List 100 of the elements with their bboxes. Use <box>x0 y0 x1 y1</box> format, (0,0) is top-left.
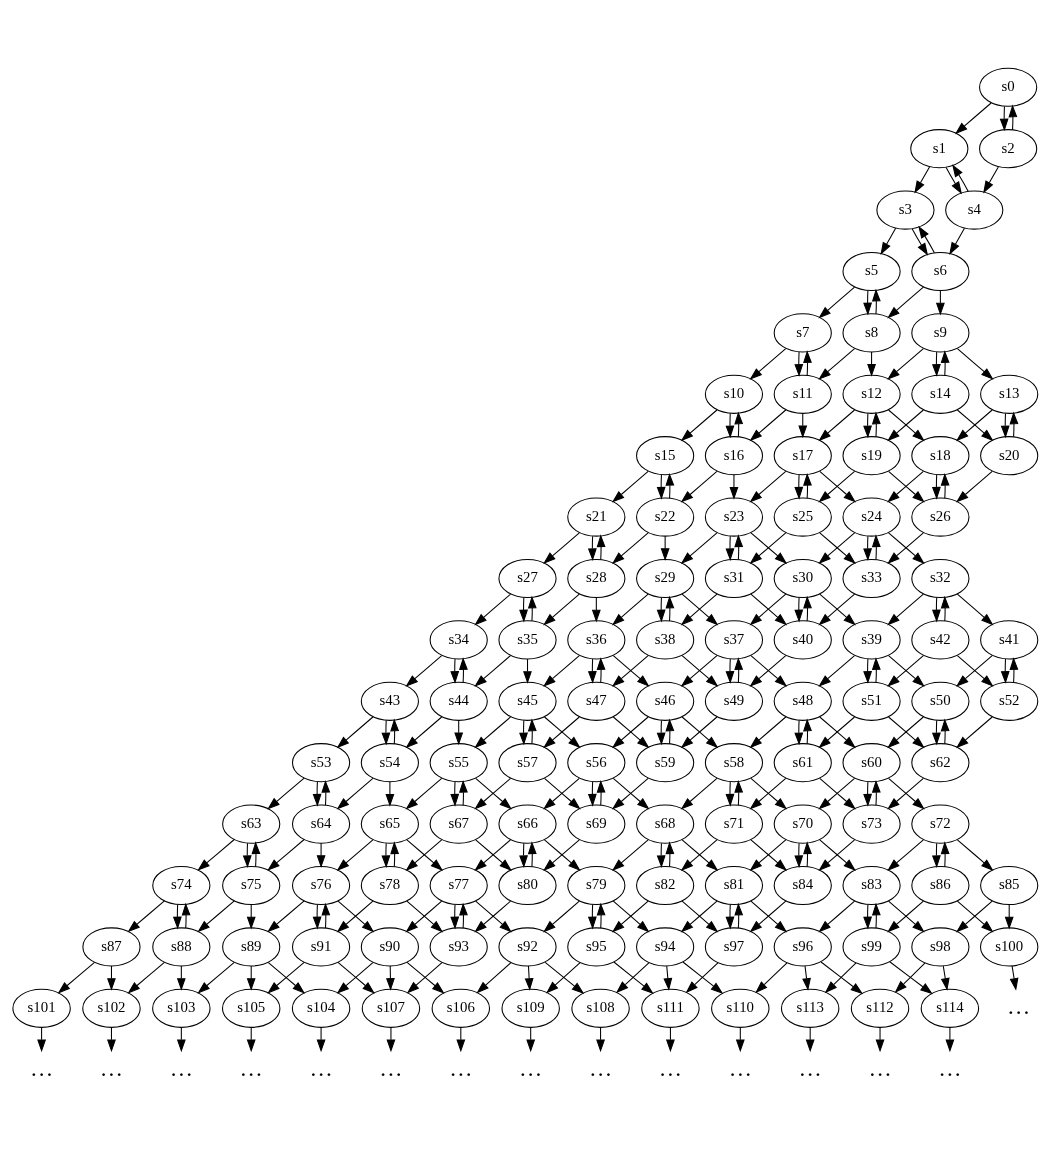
node-ellipse: s45 <box>498 681 557 721</box>
arrow <box>798 412 808 438</box>
arrow <box>955 716 993 748</box>
arrow <box>611 470 649 503</box>
arrow <box>336 777 374 810</box>
arrow <box>889 960 933 994</box>
arrow <box>1008 104 1018 130</box>
node-ellipse: s16 <box>704 435 764 475</box>
node-ellipse: s110 <box>711 988 770 1028</box>
arrow <box>459 779 468 806</box>
arrow <box>596 656 606 683</box>
arrow <box>880 227 897 255</box>
node-ellipse: s89 <box>222 926 281 966</box>
arrow <box>945 166 962 194</box>
arrow <box>805 1026 815 1052</box>
node-ellipse: s102 <box>82 988 141 1028</box>
node-ellipse: s84 <box>773 865 832 905</box>
node-ellipse: s101 <box>12 988 71 1028</box>
arrow <box>794 842 804 868</box>
arrow <box>656 596 666 622</box>
node-text: … <box>588 1054 613 1081</box>
arrow <box>107 965 116 991</box>
node-ellipse: s40 <box>773 619 832 659</box>
node-ellipse: s37 <box>704 619 764 659</box>
arrow <box>818 900 856 932</box>
node-ellipse: s70 <box>773 804 832 844</box>
arrow <box>725 658 735 684</box>
node-ellipse: s9 <box>911 312 970 352</box>
arrow <box>527 595 537 622</box>
arrow <box>476 961 512 993</box>
arrow <box>663 965 673 991</box>
node-ellipse: s3 <box>876 190 935 230</box>
node-ellipse: s28 <box>567 558 626 598</box>
arrow <box>680 470 718 503</box>
node-ellipse: s27 <box>498 558 557 598</box>
arrow <box>386 1026 396 1052</box>
arrow <box>818 409 856 441</box>
node-ellipse: s35 <box>498 619 557 659</box>
arrow <box>863 535 873 561</box>
arrow <box>316 1026 326 1052</box>
arrow <box>587 658 597 684</box>
node-ellipse: s39 <box>842 619 901 659</box>
node-ellipse: s81 <box>704 865 764 905</box>
node-ellipse: s18 <box>911 435 970 475</box>
arrow <box>867 351 877 377</box>
node-ellipse: s106 <box>431 988 491 1028</box>
arrow <box>172 903 182 929</box>
node-ellipse: s91 <box>291 926 351 966</box>
node-ellipse: s23 <box>704 497 764 537</box>
node-ellipse: s1 <box>910 128 969 168</box>
node-ellipse: s21 <box>567 497 626 537</box>
arrow <box>312 780 322 807</box>
arrow <box>680 531 718 564</box>
node-ellipse: s93 <box>429 926 488 966</box>
node-ellipse: s32 <box>911 558 970 598</box>
arrow <box>57 961 96 994</box>
arrow <box>596 533 606 560</box>
node-ellipse: s85 <box>980 865 1039 905</box>
arrow <box>385 780 395 807</box>
node-ellipse: s78 <box>360 865 419 905</box>
arrow <box>611 838 649 871</box>
node-ellipse: s72 <box>911 804 970 844</box>
node-ellipse: s54 <box>360 742 419 782</box>
arrow <box>871 288 881 315</box>
node-ellipse: s61 <box>773 742 832 782</box>
arrow <box>931 473 941 500</box>
node-ellipse: s31 <box>704 558 764 598</box>
node-text: … <box>519 1054 543 1081</box>
arrow <box>999 105 1009 131</box>
arrow <box>176 1026 186 1052</box>
node-ellipse: s55 <box>429 742 488 782</box>
node-text: … <box>449 1054 473 1081</box>
arrow <box>940 472 950 499</box>
node-ellipse: s24 <box>842 497 901 537</box>
node-ellipse: s90 <box>360 926 419 966</box>
node-ellipse: s99 <box>842 926 901 966</box>
node-ellipse: s71 <box>704 804 764 844</box>
arrow <box>794 596 804 622</box>
arrow <box>954 101 992 134</box>
arrow <box>474 716 512 748</box>
arrow <box>983 165 999 194</box>
arrow <box>818 654 856 687</box>
arrow <box>871 902 881 929</box>
arrow <box>474 654 512 687</box>
node-ellipse: s94 <box>636 926 695 966</box>
arrow <box>656 719 666 745</box>
node-ellipse: s43 <box>360 681 419 721</box>
arrow <box>242 842 252 868</box>
arrow <box>945 1026 955 1052</box>
arrow <box>312 903 322 929</box>
arrow <box>660 535 670 561</box>
node-ellipse: s59 <box>636 742 695 782</box>
arrow <box>456 1026 466 1052</box>
node-ellipse: s107 <box>361 988 421 1028</box>
node-ellipse: s80 <box>498 865 557 905</box>
arrow <box>911 227 929 256</box>
node-ellipse: s67 <box>429 804 488 844</box>
node-ellipse: s12 <box>842 374 901 414</box>
arrow <box>181 902 191 929</box>
arrow <box>863 780 873 807</box>
